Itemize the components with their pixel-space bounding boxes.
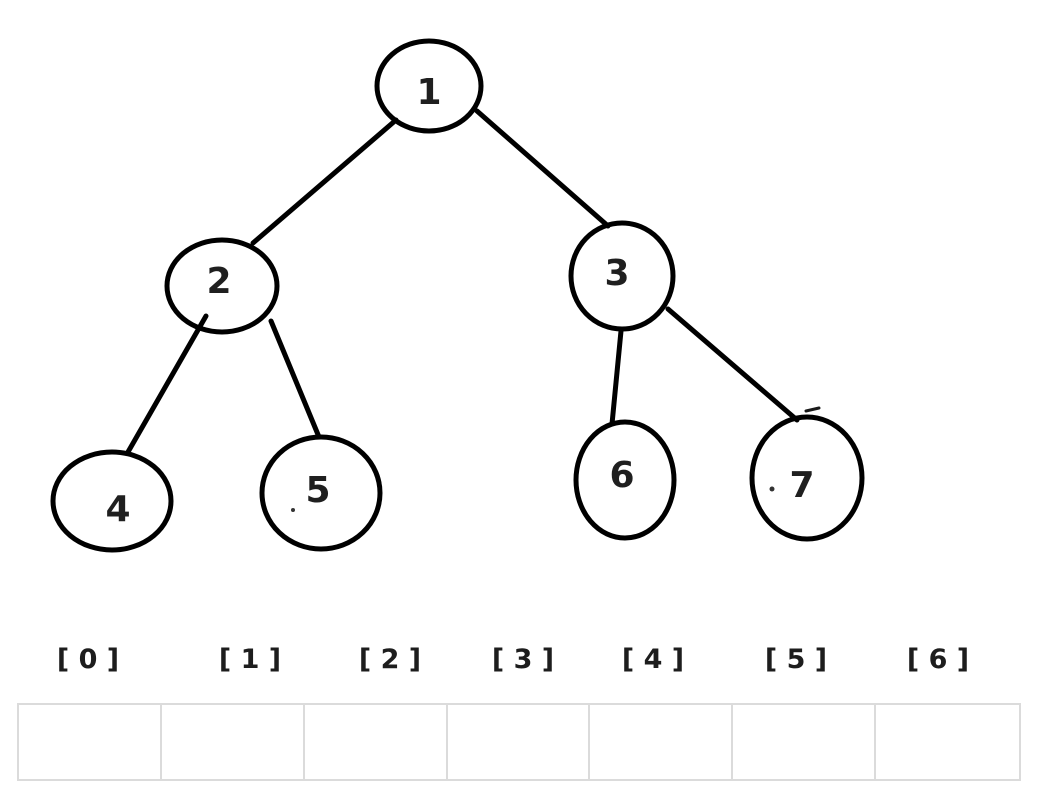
edge-2-4 [125,313,209,455]
array-cell-5 [733,705,877,779]
array-cell-1 [161,705,305,779]
tree-node-circle-2 [164,237,280,335]
tree-node-label-1: 1 [416,72,441,113]
array-cell-6 [876,705,1019,779]
ink-speck [291,508,295,512]
tree-node-label-4: 4 [105,489,130,530]
array-index-label-0: [ 0 ] [56,644,120,675]
binary-tree-diagram: 1 2 3 4 5 6 7 [50,38,865,553]
array-index-label-2: [ 2 ] [358,644,422,675]
edge-2-5 [268,318,322,440]
array-table [17,703,1021,781]
tree-node-label-7: 7 [789,465,814,506]
tree-node-label-5: 5 [305,470,330,511]
tree-node-circle-7 [749,414,865,542]
array-cell-0 [19,705,162,779]
array-index-label-3: [ 3 ] [491,644,555,675]
tree-node-label-6: 6 [609,455,634,496]
tree-node-label-3: 3 [604,253,629,294]
edge-1-2 [250,117,399,246]
tree-node-label-2: 2 [206,261,231,302]
edge-3-6 [609,328,624,427]
array-cell-4 [590,705,734,779]
array-cell-2 [304,705,448,779]
edge-1-3 [474,108,611,229]
edge-3-7 [665,306,800,423]
array-index-row: [ 0 ] [ 1 ] [ 2 ] [ 3 ] [ 4 ] [ 5 ] [ 6 … [0,643,1037,677]
array-index-label-5: [ 5 ] [764,644,828,675]
ink-dash [804,406,821,413]
tree-node-circle-4 [50,449,174,553]
array-cell-3 [447,705,591,779]
ink-speck [769,486,775,492]
tree-node-circle-1 [374,38,484,134]
array-index-label-4: [ 4 ] [621,644,685,675]
array-index-label-6: [ 6 ] [906,644,970,675]
tree-node-circle-6 [573,419,677,541]
array-index-label-1: [ 1 ] [218,644,282,675]
